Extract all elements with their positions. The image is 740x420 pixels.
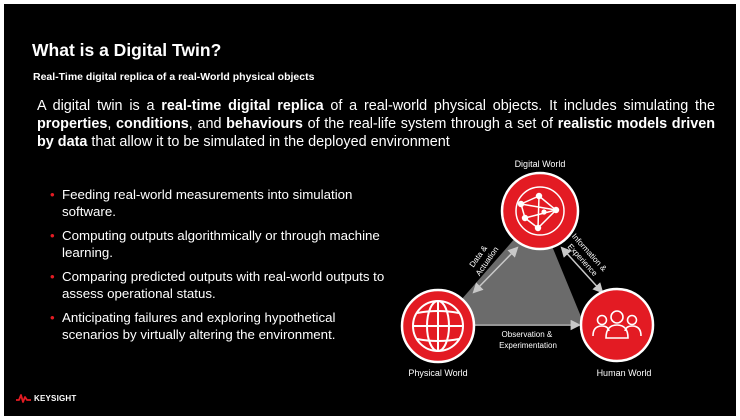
physical-world-node: Physical World xyxy=(400,288,476,378)
human-world-node: Human World xyxy=(579,287,655,378)
bullet-marker: • xyxy=(50,187,55,202)
bullet-item: • Anticipating failures and exploring hyp… xyxy=(50,309,390,343)
bullet-item: • Feeding real-world measurements into si… xyxy=(50,186,390,220)
bullet-marker: • xyxy=(50,269,55,284)
people-group-icon xyxy=(592,310,642,339)
bullet-text: Comparing predicted outputs with real-wo… xyxy=(62,269,385,301)
bullet-text: Feeding real-world measurements into sim… xyxy=(62,187,353,219)
bullet-list: • Feeding real-world measurements into si… xyxy=(50,186,390,350)
physical-world-label: Physical World xyxy=(408,368,467,378)
bullet-text: Computing outputs algorithmically or thr… xyxy=(62,228,380,260)
bullet-item: • Computing outputs algorithmically or th… xyxy=(50,227,390,261)
digital-world-circle xyxy=(500,171,580,251)
bullet-marker: • xyxy=(50,310,55,325)
digital-world-node: Digital World xyxy=(500,159,580,251)
digital-world-label: Digital World xyxy=(515,159,566,169)
keysight-logo: KEYSIGHT xyxy=(16,394,77,403)
slide-subtitle: Real-Time digital replica of a real-Worl… xyxy=(33,71,315,83)
slide-title: What is a Digital Twin? xyxy=(32,40,222,60)
bullet-item: • Comparing predicted outputs with real-w… xyxy=(50,268,390,302)
bullet-text: Anticipating failures and exploring hypo… xyxy=(62,310,336,342)
slide: What is a Digital Twin? Real-Time digita… xyxy=(4,4,736,416)
logo-text: KEYSIGHT xyxy=(34,394,77,403)
digital-twin-diagram: Data & Actuation Information & Experienc… xyxy=(400,159,655,378)
intro-paragraph: A digital twin is a real-time digital re… xyxy=(37,98,715,150)
globe-icon xyxy=(412,300,464,352)
bullet-marker: • xyxy=(50,228,55,243)
data-actuation-arrow xyxy=(472,246,519,294)
edge-label-observation-experimentation: Observation & Experimentation xyxy=(499,330,557,350)
network-globe-icon xyxy=(515,186,565,236)
information-experience-arrow xyxy=(560,246,604,294)
human-world-label: Human World xyxy=(597,368,652,378)
keysight-wave-icon xyxy=(16,394,31,403)
